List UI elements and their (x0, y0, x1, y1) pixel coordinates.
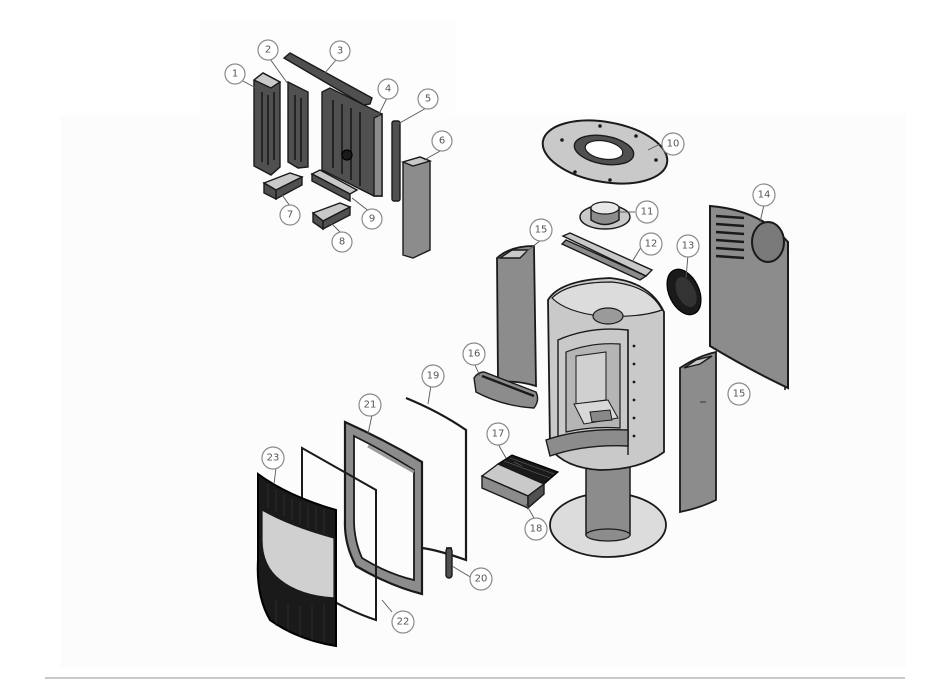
svg-text:12: 12 (645, 239, 658, 250)
svg-text:11: 11 (641, 207, 654, 218)
part-15-side-panel-right (679, 350, 717, 514)
part-6-side-panel (400, 156, 433, 259)
callout-15-left: 15 (529, 218, 553, 242)
callout-15-right: 15 (727, 382, 751, 406)
callout-13: 13 (676, 234, 700, 258)
part-21-door-frame (343, 420, 424, 596)
callout-14: 14 (752, 183, 776, 207)
bottom-divider (45, 677, 905, 679)
callout-21: 21 (358, 393, 382, 417)
part-23-door-front-panel (256, 472, 337, 648)
svg-text:3: 3 (337, 46, 343, 57)
svg-text:17: 17 (492, 429, 505, 440)
callout-1: 1 (224, 63, 246, 85)
callout-4: 4 (377, 78, 399, 100)
callout-10: 10 (661, 132, 685, 156)
svg-text:8: 8 (339, 237, 345, 248)
part-15-side-panel-left (496, 245, 537, 388)
part-11-flue-collar (579, 201, 631, 230)
part-13-gasket (666, 268, 702, 316)
svg-text:23: 23 (267, 453, 280, 464)
part-5-side-strip (391, 120, 401, 202)
callout-12: 12 (639, 232, 663, 256)
part-19-door-gasket (405, 396, 468, 562)
callout-17: 17 (486, 422, 510, 446)
part-3-top-baffle (282, 52, 373, 106)
svg-text:19: 19 (427, 371, 440, 382)
svg-text:21: 21 (364, 400, 377, 411)
part-18-ashpan (480, 463, 546, 510)
svg-text:7: 7 (287, 210, 293, 221)
callout-18: 18 (524, 517, 548, 541)
callout-19: 19 (421, 364, 445, 388)
svg-text:4: 4 (385, 84, 391, 95)
part-8-bottom-brick (311, 202, 352, 231)
part-17-grate (496, 454, 560, 485)
leader-lines (240, 58, 765, 613)
svg-text:16: 16 (468, 349, 481, 360)
svg-text:13: 13 (682, 241, 695, 252)
callout-5: 5 (417, 88, 439, 110)
stove-body (545, 277, 667, 558)
svg-text:15: 15 (535, 225, 548, 236)
svg-text:6: 6 (439, 136, 445, 147)
svg-text:9: 9 (369, 214, 375, 225)
callout-8: 8 (331, 231, 353, 253)
svg-text:20: 20 (475, 574, 488, 585)
svg-text:2: 2 (265, 45, 271, 56)
part-2-side-brick (287, 80, 309, 169)
svg-text:15: 15 (733, 389, 746, 400)
svg-text:5: 5 (425, 94, 431, 105)
callout-9: 9 (361, 208, 383, 230)
part-14-rear-panel (709, 204, 789, 390)
callout-7: 7 (279, 204, 301, 226)
part-7-bottom-brick (262, 172, 304, 201)
svg-text:1: 1 (232, 69, 238, 80)
part-4-back-brick (321, 87, 383, 197)
part-10-top-plate (541, 119, 669, 185)
callout-3: 3 (329, 40, 351, 62)
callout-22: 22 (391, 610, 415, 634)
part-9-bottom-brick (310, 169, 359, 203)
callout-11: 11 (635, 200, 659, 224)
svg-text:18: 18 (530, 524, 543, 535)
svg-text:14: 14 (758, 190, 771, 201)
part-1-side-brick (252, 72, 282, 176)
callout-16: 16 (462, 342, 486, 366)
part-20-door-handle (445, 547, 453, 579)
callout-23: 23 (261, 446, 285, 470)
svg-text:22: 22 (397, 617, 410, 628)
callout-6: 6 (431, 130, 453, 152)
part-12-baffle-plate (560, 232, 654, 281)
svg-text:10: 10 (667, 139, 680, 150)
callout-2: 2 (257, 39, 279, 61)
callout-20: 20 (469, 567, 493, 591)
